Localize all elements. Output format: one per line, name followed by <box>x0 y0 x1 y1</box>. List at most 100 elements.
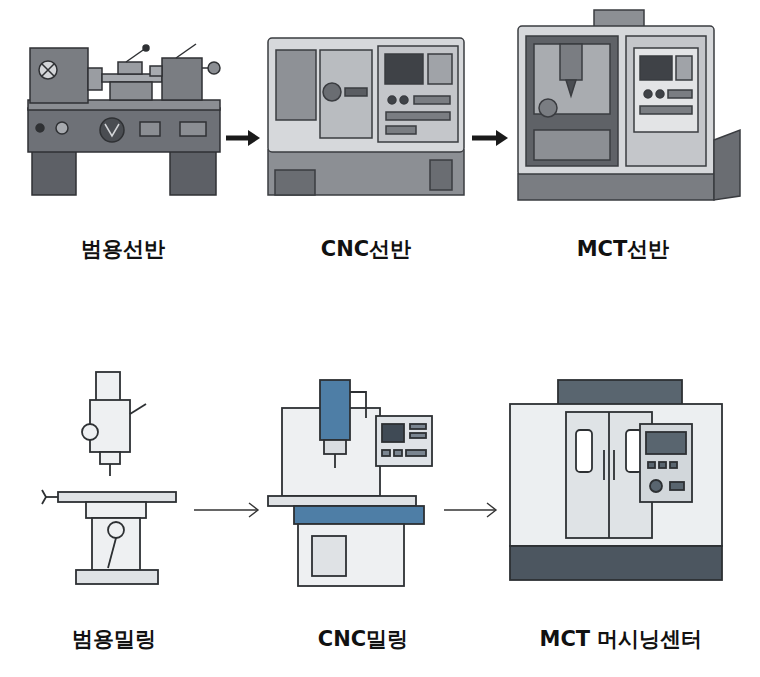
manual-lathe-part <box>176 44 196 58</box>
cnc-lathe-part <box>320 50 372 138</box>
machine-label: CNC밀링 <box>274 626 452 652</box>
cnc-lathe-part <box>323 83 341 101</box>
mct-lathe-part <box>714 130 740 200</box>
flow-arrow <box>472 130 508 146</box>
cnc-milling-part <box>410 433 426 438</box>
flow-arrow <box>226 130 260 146</box>
machine-node: MCT 머시닝센터 <box>500 374 726 660</box>
machine-label: MCT 머시닝센터 <box>508 626 734 652</box>
cnc-lathe-part <box>385 54 423 84</box>
mct-machining-center-part <box>659 462 666 468</box>
manual-lathe-part <box>36 124 44 132</box>
mct-machining-center-part <box>510 404 722 546</box>
manual-milling-part <box>108 522 124 538</box>
mct-machining-center-part <box>613 450 615 480</box>
cnc-milling-part <box>312 536 346 576</box>
cnc-milling-part <box>410 424 426 429</box>
mct-machining-center-part <box>576 430 592 472</box>
manual-lathe-part <box>32 150 76 195</box>
mct-lathe-part <box>518 174 714 200</box>
mct-machining-center-part <box>566 412 652 538</box>
mct-lathe-part <box>526 36 618 166</box>
cnc-milling-part <box>324 440 346 454</box>
manual-milling-part <box>96 372 120 402</box>
manual-milling-part <box>100 452 120 464</box>
mct-lathe-part <box>640 106 692 114</box>
cnc-milling-part <box>350 392 366 418</box>
manual-lathe-part <box>30 48 88 103</box>
arrow-head <box>496 130 508 146</box>
manual-milling-part <box>108 538 116 568</box>
cnc-milling-part <box>334 454 336 468</box>
manual-lathe-part <box>42 64 54 76</box>
manual-milling-part <box>76 570 158 584</box>
manual-lathe-part <box>208 62 220 74</box>
cnc-lathe-part <box>276 50 316 120</box>
flow-arrow <box>444 503 496 517</box>
manual-milling-part <box>109 464 111 476</box>
manual-lathe <box>28 44 220 195</box>
mct-lathe-part <box>634 48 698 132</box>
arrow-head <box>487 503 496 517</box>
mct-machining-center-part <box>648 462 655 468</box>
manual-lathe-part <box>150 66 162 76</box>
cnc-milling <box>268 380 432 586</box>
cnc-lathe-part <box>378 46 458 142</box>
mct-machining-center-part <box>510 546 722 580</box>
manual-lathe-part <box>140 122 160 136</box>
mct-lathe <box>518 10 740 200</box>
cnc-milling-part <box>406 450 426 456</box>
mct-lathe-part <box>626 36 706 166</box>
machine-label: CNC선반 <box>264 236 468 262</box>
manual-lathe-part <box>39 61 57 79</box>
machine-node: CNC밀링 <box>262 374 440 660</box>
cnc-lathe-part <box>275 170 315 195</box>
arrow-line <box>472 136 496 141</box>
cnc-milling-part <box>320 380 350 440</box>
mct-lathe-part <box>539 99 557 117</box>
manual-lathe-part <box>118 62 142 74</box>
mct-lathe-part <box>656 90 664 98</box>
arrow-head <box>248 130 260 146</box>
cnc-milling-part <box>298 524 404 586</box>
manual-lathe-part <box>180 122 206 136</box>
manual-milling-part <box>82 424 98 440</box>
cnc-milling-part <box>268 496 416 506</box>
mct-lathe-part <box>668 90 692 98</box>
manual-milling-part <box>92 518 140 570</box>
cnc-lathe-part <box>386 112 450 120</box>
machine-node: 범용밀링 <box>38 366 190 660</box>
cnc-lathe-part <box>268 150 464 195</box>
manual-lathe-part <box>170 150 216 195</box>
cnc-lathe-part <box>428 54 452 84</box>
manual-lathe-part <box>110 82 152 100</box>
cnc-lathe-part <box>414 96 450 104</box>
machine-label: MCT선반 <box>508 236 738 262</box>
cnc-milling-part <box>382 450 390 456</box>
manual-lathe-part <box>100 118 124 142</box>
machine-label: 범용밀링 <box>38 626 190 652</box>
arrow-line <box>194 509 258 510</box>
manual-lathe-part <box>56 122 68 134</box>
mct-lathe-part <box>644 90 652 98</box>
manual-milling-part <box>46 496 58 498</box>
mct-lathe-part <box>640 56 672 80</box>
mct-lathe-part <box>676 56 692 80</box>
cnc-milling-part <box>382 424 404 442</box>
manual-lathe-part <box>105 124 119 136</box>
manual-milling-part <box>42 490 46 504</box>
cnc-milling-part <box>294 506 424 524</box>
machine-node: CNC선반 <box>264 30 468 270</box>
cnc-milling-part <box>394 450 402 456</box>
machine-node: MCT선반 <box>512 8 742 270</box>
manual-milling-part <box>58 492 176 502</box>
manual-lathe-part <box>88 68 102 90</box>
cnc-milling-part <box>376 416 432 466</box>
machine-node: 범용선반 <box>24 30 222 270</box>
manual-milling-part <box>86 502 146 518</box>
cnc-lathe-part <box>430 160 452 190</box>
mct-machining-center-part <box>670 482 684 490</box>
mct-machining-center <box>510 380 722 580</box>
mct-lathe-part <box>518 26 714 176</box>
